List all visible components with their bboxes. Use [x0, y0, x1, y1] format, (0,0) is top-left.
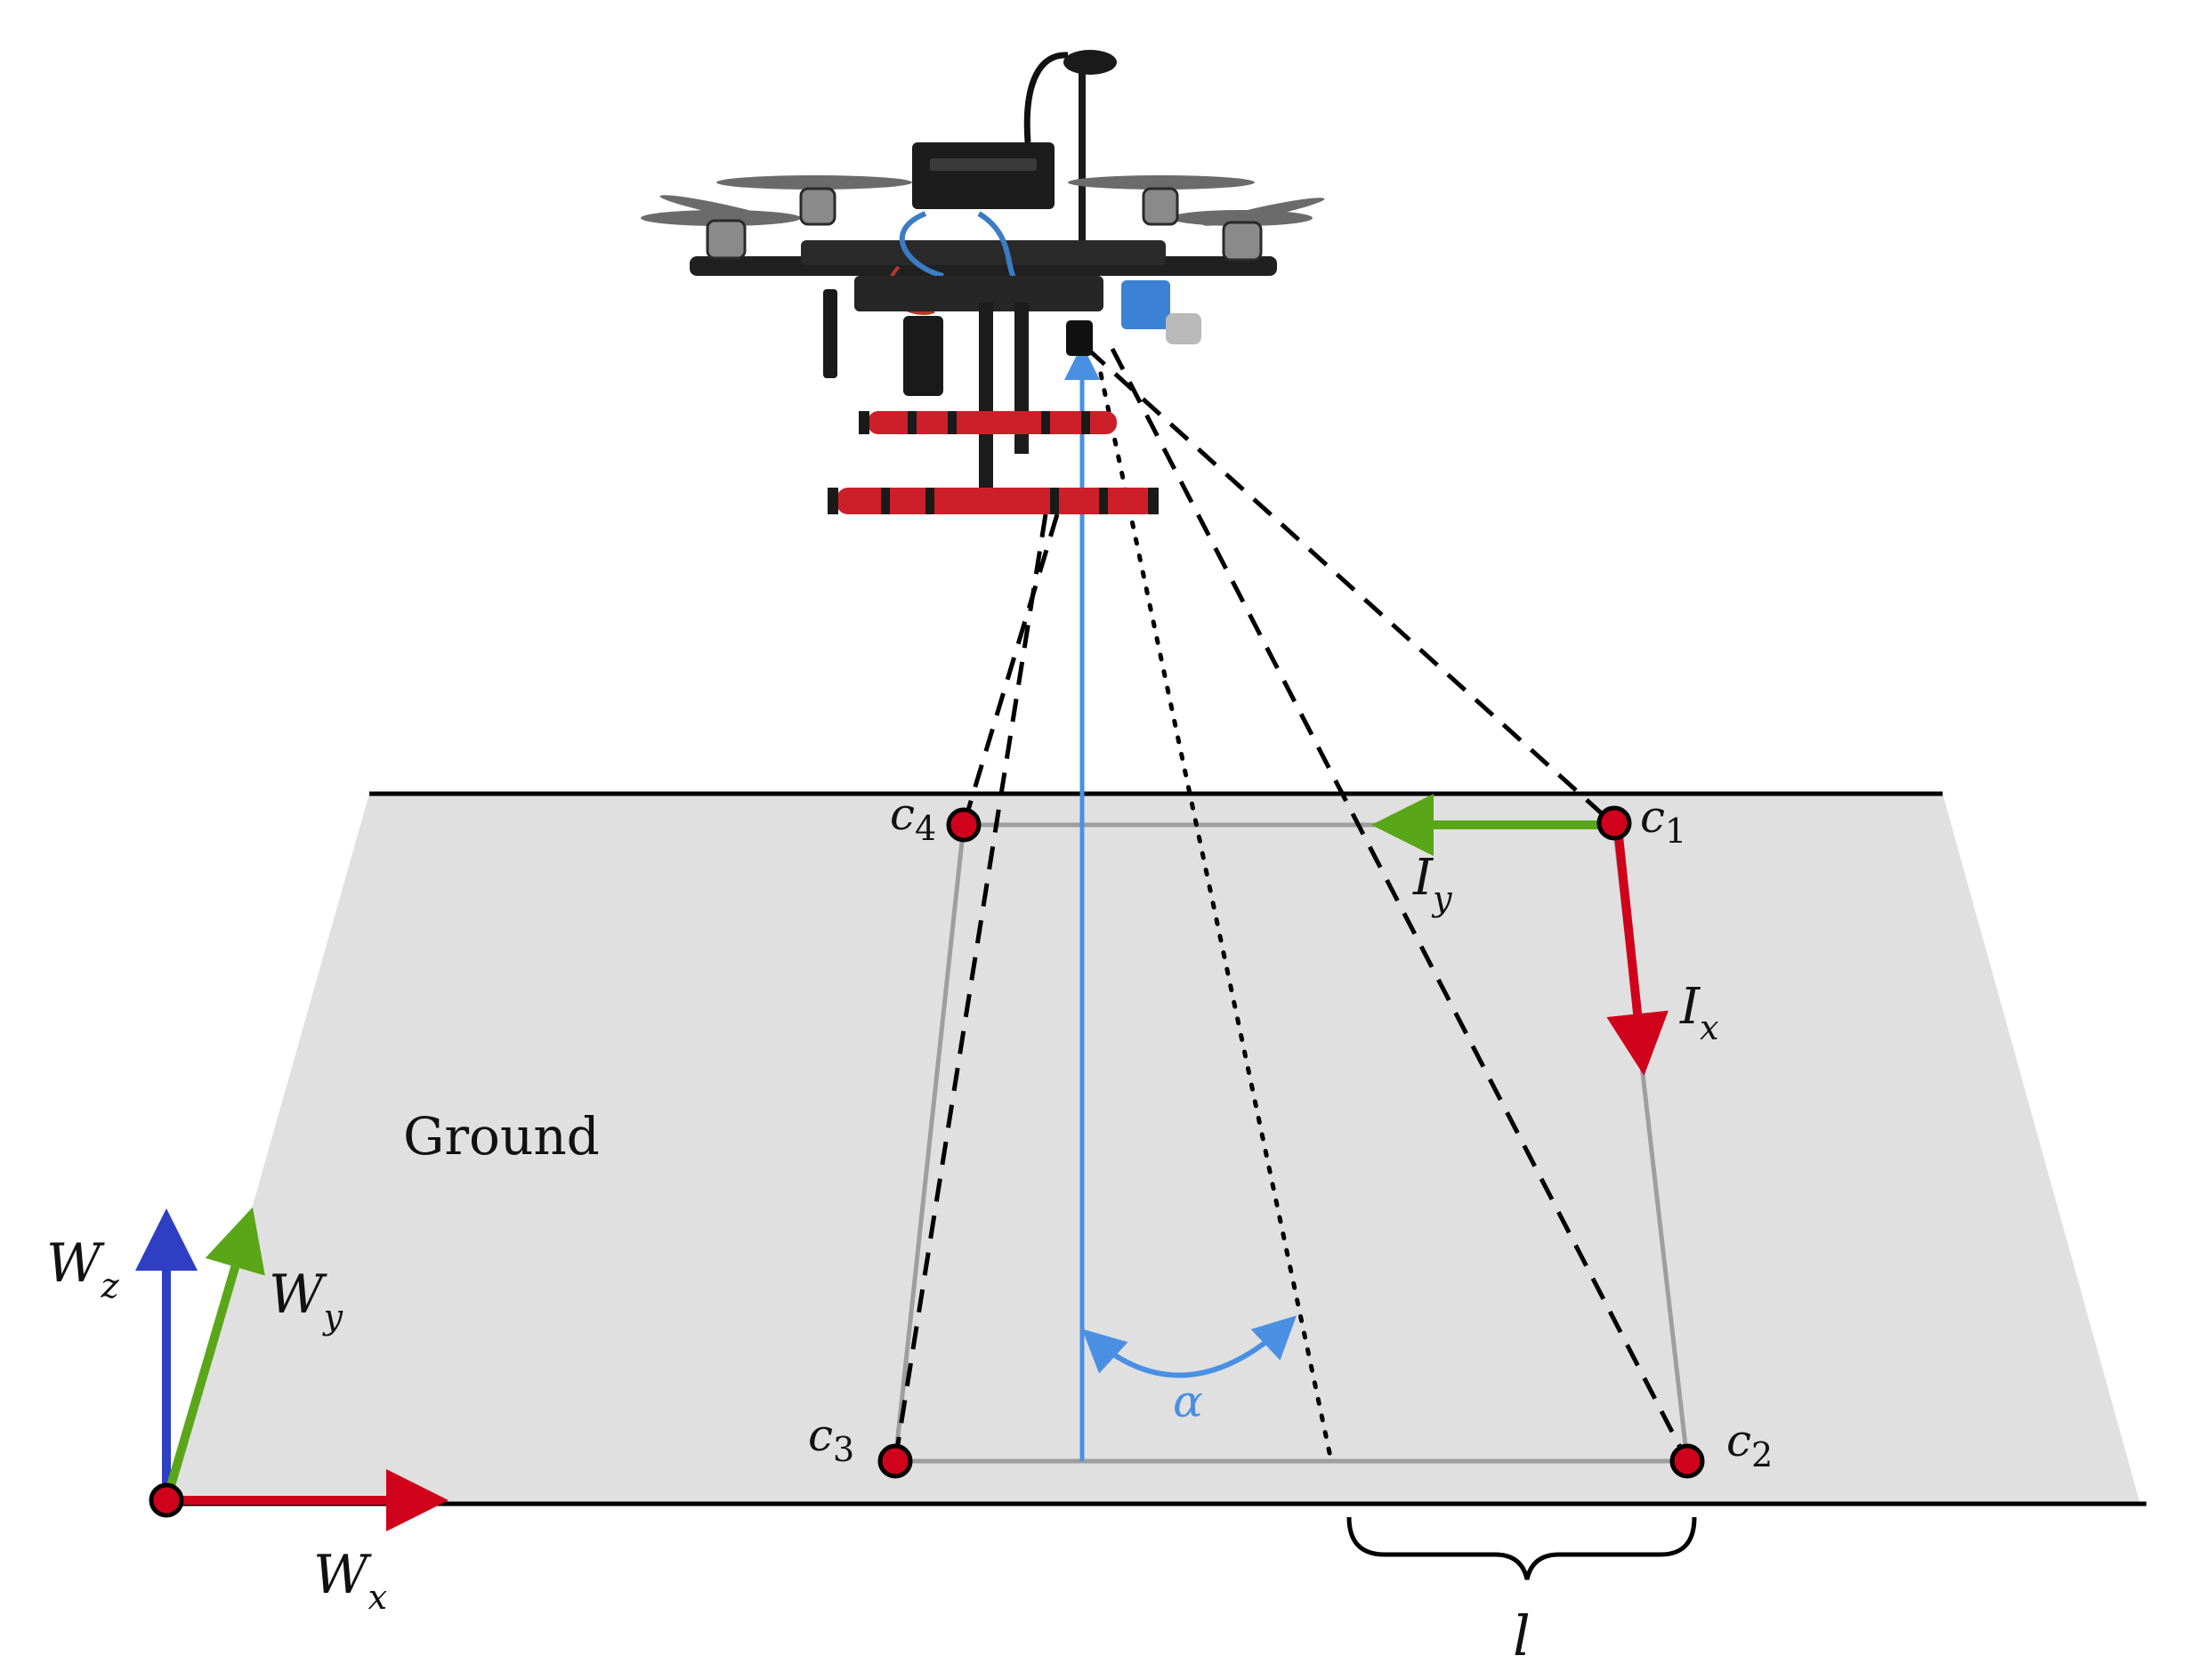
corner-point-c3 — [877, 1443, 913, 1479]
image-axis-y-label: Iy — [1412, 849, 1452, 918]
world-axis-x-label: Wx — [313, 1544, 387, 1617]
world-axis-y — [164, 1207, 265, 1497]
corner-point-c1 — [1596, 805, 1632, 841]
frustum-rays — [893, 347, 1690, 1463]
corner-label-c1: c1 — [1640, 791, 1686, 851]
angle-label: α — [1173, 1376, 1203, 1427]
corner-label-c2: c2 — [1726, 1415, 1773, 1474]
world-origin-point — [149, 1482, 184, 1518]
length-label: l — [1513, 1603, 1531, 1668]
corner-label-c4: c4 — [890, 788, 936, 848]
ground-label: Ground — [403, 1106, 600, 1167]
world-axis-y-label: Wy — [269, 1264, 343, 1337]
length-brace — [1346, 1516, 1697, 1580]
corner-label-c3: c3 — [808, 1409, 854, 1469]
hexacopter-drone-icon — [641, 50, 1325, 514]
angle-arc — [1081, 1315, 1297, 1378]
image-axis-x-label: Ix — [1679, 978, 1719, 1047]
corner-point-c4 — [946, 807, 982, 843]
image-axis-x — [1606, 827, 1669, 1076]
ground-plane — [168, 794, 2140, 1504]
corner-point-c2 — [1669, 1443, 1705, 1479]
camera-ray-dotted — [1098, 371, 1334, 1464]
world-axis-z-label: Wz — [46, 1232, 120, 1305]
